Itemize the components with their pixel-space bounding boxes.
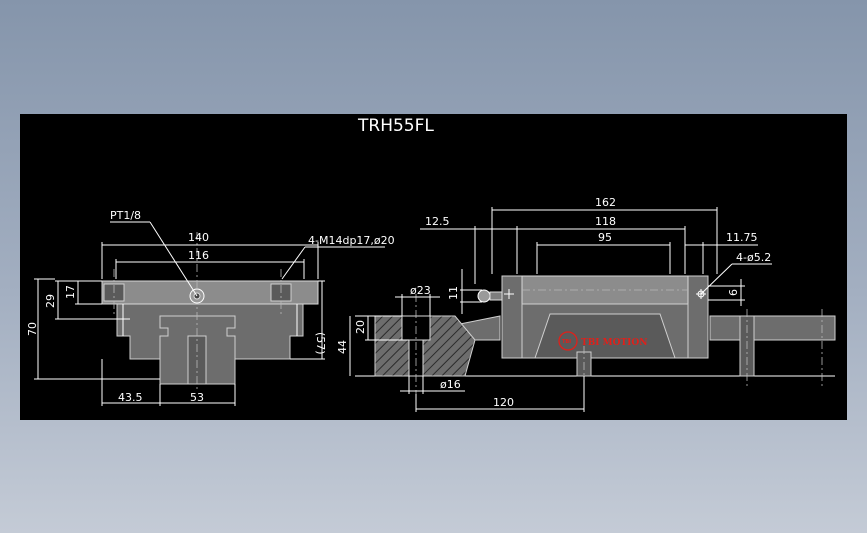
rail-side-right xyxy=(709,315,836,341)
dim-43-5: 43.5 xyxy=(118,391,143,404)
dim-162: 162 xyxy=(595,196,616,209)
tbi-logo-text: TBI MOTION xyxy=(581,338,647,348)
carriage-top-plate xyxy=(101,280,319,305)
dim-120: 120 xyxy=(493,396,514,409)
dim-118: 118 xyxy=(595,215,616,228)
dim-20: 20 xyxy=(354,320,367,334)
callout-4-m14: 4-M14dp17,ø20 xyxy=(308,234,395,247)
drawing-title: TRH55FL xyxy=(357,116,434,136)
dim-11: 11 xyxy=(447,286,460,300)
dim-6: 6 xyxy=(727,289,740,296)
dim-17: 17 xyxy=(64,285,77,299)
tbi-logo-mark xyxy=(558,331,578,351)
front-view: PT1/8 140 116 4-M14dp17,ø20 29 17 70 (57 xyxy=(26,209,395,406)
side-view: TBI TBI MOTION 162 118 12.5 95 11.75 4-ø… xyxy=(336,196,836,412)
dim-29: 29 xyxy=(44,294,57,308)
dim-53: 53 xyxy=(190,391,204,404)
dim-d23: ø23 xyxy=(410,284,431,297)
callout-4-d5-2: 4-ø5.2 xyxy=(736,251,771,264)
dim-12-5: 12.5 xyxy=(425,215,450,228)
end-cap-left xyxy=(501,275,523,359)
dim-57: (57) xyxy=(314,332,327,355)
cad-drawing: TRH55FL PT1/8 140 116 xyxy=(26,116,836,412)
grease-nipple-side xyxy=(477,289,491,303)
cad-viewport[interactable]: TRH55FL PT1/8 140 116 xyxy=(20,114,847,420)
svg-text:TBI: TBI xyxy=(562,339,571,345)
dim-11-75: 11.75 xyxy=(726,231,758,244)
dim-44: 44 xyxy=(336,340,349,354)
label-pt1-8: PT1/8 xyxy=(110,209,141,222)
dim-d16: ø16 xyxy=(440,378,461,391)
end-cap-right xyxy=(687,275,709,359)
dim-140: 140 xyxy=(188,231,209,244)
rail-section-hatched xyxy=(374,315,476,377)
dim-70: 70 xyxy=(26,322,39,336)
dim-95: 95 xyxy=(598,231,612,244)
dim-116: 116 xyxy=(188,249,209,262)
